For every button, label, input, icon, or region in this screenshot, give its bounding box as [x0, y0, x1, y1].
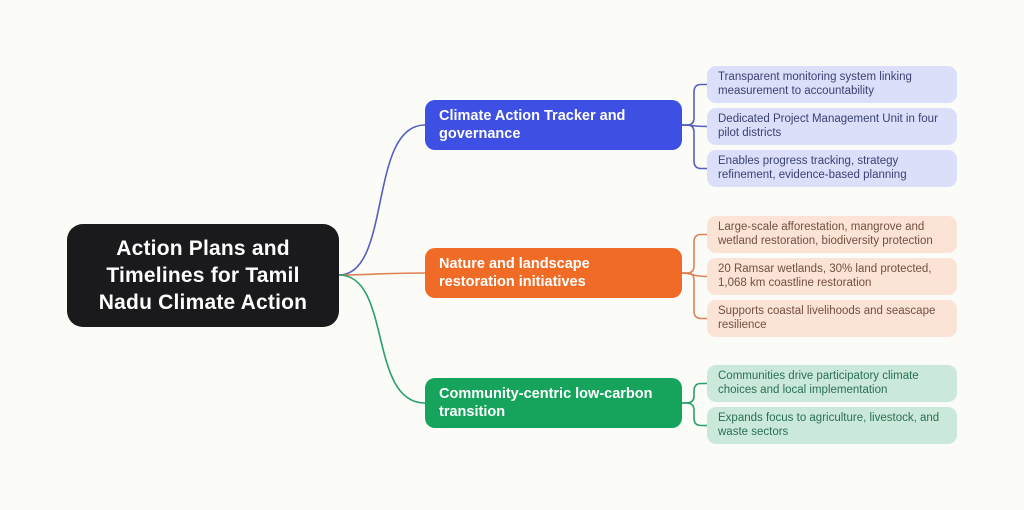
connector-branch3-leaf1	[681, 382, 708, 404]
central-topic-label: Action Plans and Timelines for Tamil Nad…	[98, 237, 308, 314]
leaf-node-project-management-unit[interactable]: Dedicated Project Management Unit in fou…	[707, 108, 957, 145]
branch-label: Nature and landscape restoration initiat…	[439, 256, 590, 290]
connector-branch1-leaf1	[681, 83, 708, 126]
leaf-label: Communities drive participatory climate …	[718, 370, 919, 396]
leaf-node-afforestation[interactable]: Large-scale afforestation, mangrove and …	[707, 216, 957, 253]
leaf-node-participatory-climate[interactable]: Communities drive participatory climate …	[707, 365, 957, 402]
leaf-node-ramsar-wetlands[interactable]: 20 Ramsar wetlands, 30% land protected, …	[707, 258, 957, 295]
connector-branch2-leaf1	[681, 233, 708, 274]
branch-node-nature-restoration[interactable]: Nature and landscape restoration initiat…	[425, 248, 682, 298]
connector-branch3-leaf2	[681, 402, 708, 427]
connector-branch1-leaf3	[681, 124, 708, 170]
branch-label: Community-centric low-carbon transition	[439, 386, 653, 420]
connector-center-to-branch-3	[338, 274, 426, 404]
leaf-label: Supports coastal livelihoods and seascap…	[718, 305, 936, 331]
connector-branch2-leaf3	[681, 272, 708, 320]
branch-node-climate-action-tracker[interactable]: Climate Action Tracker and governance	[425, 100, 682, 150]
connector-center-to-branch-2	[338, 272, 426, 276]
leaf-node-coastal-livelihoods[interactable]: Supports coastal livelihoods and seascap…	[707, 300, 957, 337]
leaf-node-progress-tracking[interactable]: Enables progress tracking, strategy refi…	[707, 150, 957, 187]
leaf-node-agriculture-waste[interactable]: Expands focus to agriculture, livestock,…	[707, 407, 957, 444]
leaf-node-transparent-monitoring[interactable]: Transparent monitoring system linking me…	[707, 66, 957, 103]
leaf-label: Large-scale afforestation, mangrove and …	[718, 221, 933, 247]
leaf-label: 20 Ramsar wetlands, 30% land protected, …	[718, 263, 932, 289]
branch-node-community-transition[interactable]: Community-centric low-carbon transition	[425, 378, 682, 428]
leaf-label: Dedicated Project Management Unit in fou…	[718, 113, 938, 139]
connector-center-to-branch-1	[338, 124, 426, 276]
branch-label: Climate Action Tracker and governance	[439, 108, 626, 142]
leaf-label: Enables progress tracking, strategy refi…	[718, 155, 907, 181]
central-topic-node[interactable]: Action Plans and Timelines for Tamil Nad…	[67, 224, 339, 327]
leaf-label: Expands focus to agriculture, livestock,…	[718, 412, 940, 438]
leaf-label: Transparent monitoring system linking me…	[718, 71, 912, 97]
